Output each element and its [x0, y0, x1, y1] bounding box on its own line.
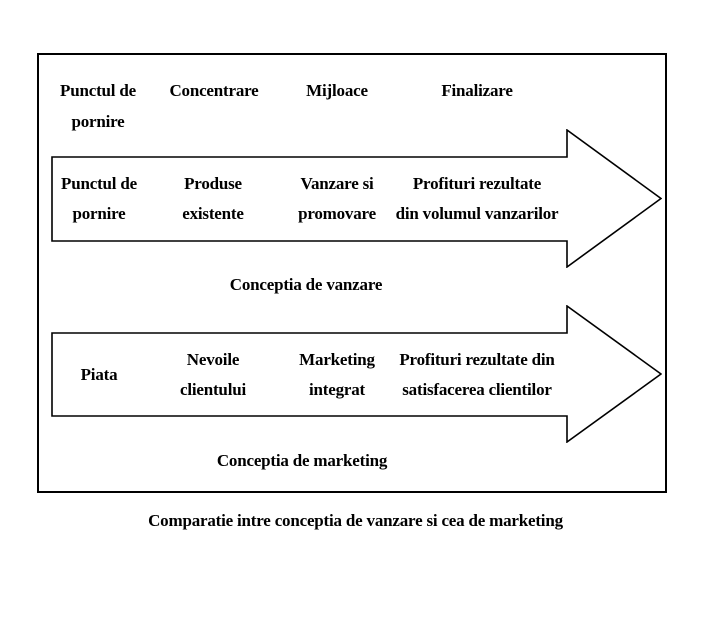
marketing-cell-starting-point: Piata [80, 365, 118, 384]
right-arrow-shape [51, 305, 662, 443]
figure-caption: Comparatie intre conceptia de vanzare si… [148, 511, 563, 530]
right-arrow-shape [51, 129, 662, 268]
sales-cell-starting-point: Punctul de pornire [61, 174, 137, 223]
column-header-starting-point: Punctul de pornire [60, 81, 136, 131]
column-header-focus: Concentrare [169, 81, 259, 100]
marketing-concept-label: Conceptia de marketing [216, 451, 388, 470]
sales-cell-ends: Profituri rezultate din volumul vanzaril… [395, 174, 559, 223]
marketing-concept-arrow [51, 305, 662, 443]
sales-cell-means: Vanzare si promovare [298, 174, 376, 223]
figure-frame [37, 53, 667, 493]
marketing-cell-ends: Profituri rezultate din satisfacerea cli… [399, 350, 555, 399]
marketing-cell-focus: Nevoile clientului [179, 350, 246, 399]
column-header-means: Mijloace [306, 81, 368, 100]
marketing-cell-means: Marketing integrat [299, 350, 375, 399]
sales-concept-arrow [51, 129, 662, 268]
column-header-ends: Finalizare [441, 81, 513, 100]
sales-cell-focus: Produse existente [182, 174, 244, 223]
sales-concept-label: Conceptia de vanzare [229, 275, 383, 294]
